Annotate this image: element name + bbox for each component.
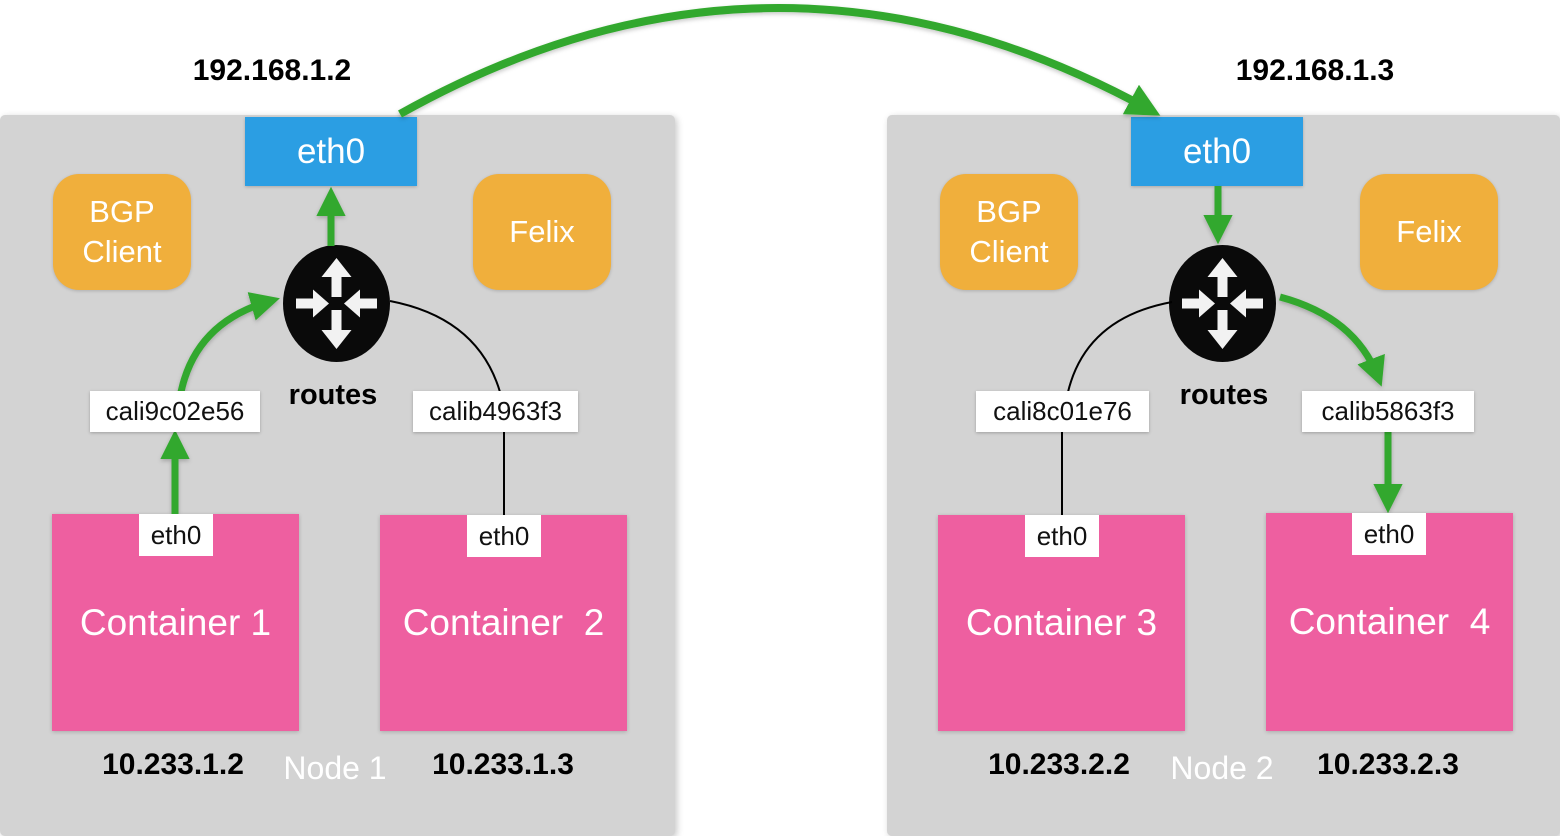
- router-icon: [283, 245, 390, 362]
- node-1-host-eth0-interface: eth0: [245, 117, 417, 186]
- node-2-name-label: Node 2: [1170, 750, 1274, 786]
- veth-label-node2-right: calib5863f3: [1302, 391, 1474, 432]
- container-3-label: Container 3: [965, 602, 1158, 643]
- node-1-bgp-client-box: BGP Client: [53, 174, 191, 290]
- container-4-eth0-tab: eth0: [1352, 513, 1426, 555]
- container-2-label: Container 2: [402, 602, 605, 643]
- node-2-routes-label: routes: [1179, 379, 1269, 411]
- node-1-name-label: Node 1: [283, 750, 387, 786]
- node-1-routes-label: routes: [288, 379, 378, 411]
- container-4-ip-label: 10.233.2.3: [1317, 748, 1459, 781]
- bgp-client-label: BGP Client: [969, 194, 1049, 269]
- container-2-eth0-tab: eth0: [467, 515, 541, 557]
- container-2-ip-label: 10.233.1.3: [432, 748, 574, 781]
- felix-label: Felix: [1396, 214, 1462, 250]
- felix-label: Felix: [509, 214, 575, 250]
- node-2-bgp-client-box: BGP Client: [940, 174, 1078, 290]
- container-3-eth0-tab: eth0: [1025, 515, 1099, 557]
- container-1-box: Container 1: [52, 514, 299, 731]
- node-2-host-ip-label: 192.168.1.3: [1235, 54, 1395, 87]
- flow-node1-eth0-to-node2-eth0-arc: [398, 4, 1161, 118]
- bgp-client-label: BGP Client: [82, 194, 162, 269]
- veth-label-node1-right: calib4963f3: [413, 391, 578, 432]
- container-1-ip-label: 10.233.1.2: [102, 748, 244, 781]
- container-1-eth0-tab: eth0: [139, 514, 213, 556]
- node-2-host-eth0-interface: eth0: [1131, 117, 1303, 186]
- node-1-host-ip-label: 192.168.1.2: [192, 54, 352, 87]
- router-icon: [1169, 245, 1276, 362]
- node-2-felix-box: Felix: [1360, 174, 1498, 290]
- container-3-box: Container 3: [938, 515, 1185, 731]
- container-1-label: Container 1: [79, 601, 272, 643]
- veth-label-node1-left: cali9c02e56: [90, 391, 260, 432]
- container-3-ip-label: 10.233.2.2: [988, 748, 1130, 781]
- veth-label-node2-left: cali8c01e76: [976, 391, 1149, 432]
- container-4-label: Container 4: [1288, 601, 1491, 642]
- node-1-felix-box: Felix: [473, 174, 611, 290]
